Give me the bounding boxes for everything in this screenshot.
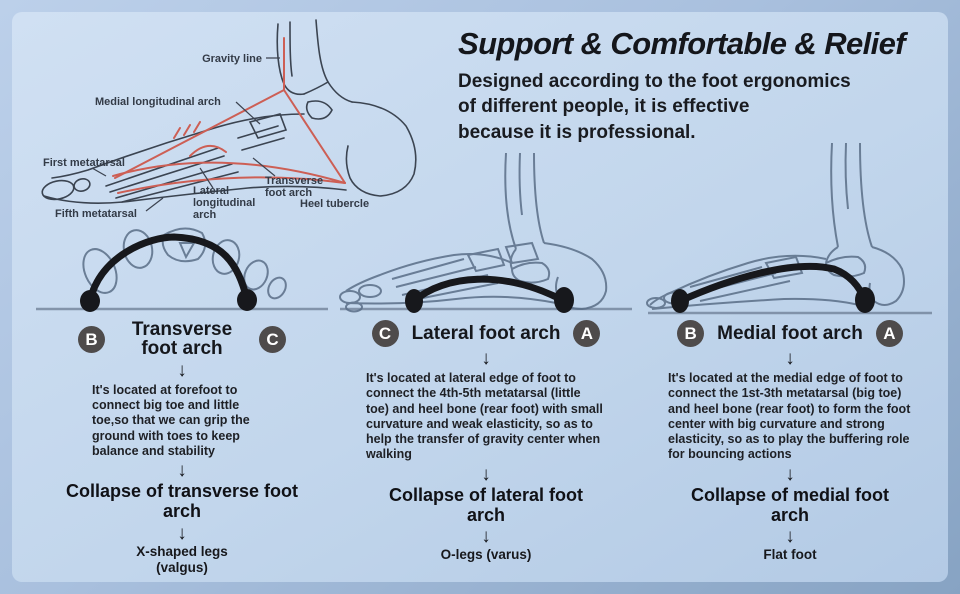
column-header: B Transverse foot arch C <box>78 320 286 359</box>
label-leader-lines <box>91 57 280 212</box>
arch-point-a <box>554 287 574 313</box>
arch-description: It's located at lateral edge of foot to … <box>366 371 603 462</box>
transverse-arch-illustration <box>36 227 328 312</box>
collapse-result: X-shaped legs (valgus) <box>136 543 228 576</box>
point-badge-left: B <box>78 325 105 353</box>
page-title: Support & Comfortable & Relief <box>458 26 906 61</box>
collapse-heading: Collapse of transverse foot arch <box>65 481 299 522</box>
arch-point-b <box>80 290 100 312</box>
point-badge-right: A <box>573 320 601 347</box>
lateral-longitudinal-arch-label: longitudinal <box>193 197 255 209</box>
first-metatarsal-label: First metatarsal <box>43 157 125 169</box>
down-arrow: ↓ <box>481 463 491 485</box>
point-badge-right: C <box>259 325 286 353</box>
down-arrow: ↓ <box>481 348 491 369</box>
foot-skeleton-sketch <box>646 142 905 310</box>
down-arrow: ↓ <box>785 463 795 485</box>
down-arrow: ↓ <box>177 359 187 381</box>
column-heading: Lateral foot arch <box>411 322 561 344</box>
collapse-result: Flat foot <box>763 547 817 563</box>
lateral-longitudinal-arch-label: arch <box>193 209 217 221</box>
gravity-line-label: Gravity line <box>202 53 262 65</box>
arch-description: It's located at forefoot to connect big … <box>92 382 250 458</box>
lateral-arch-illustration <box>339 152 632 313</box>
transverse-arch-curve <box>86 233 251 305</box>
arch-reference-lines <box>112 37 346 194</box>
anatomy-labels: Gravity line Medial longitudinal arch Fi… <box>43 53 369 221</box>
medial-longitudinal-arch-label: Medial longitudinal arch <box>95 96 221 108</box>
column-lateral-arch: C Lateral foot arch A ↓ It's located at … <box>334 151 638 564</box>
point-badge-left: B <box>677 320 705 347</box>
arch-point-c <box>405 289 423 313</box>
title-block: Support & Comfortable & Relief Designed … <box>458 26 940 145</box>
transverse-foot-arch-label: foot arch <box>265 187 312 199</box>
arch-description: It's located at the medial edge of foot … <box>668 371 911 462</box>
column-heading: Transverse foot arch <box>131 319 233 360</box>
column-header: B Medial foot arch A <box>677 320 903 347</box>
column-heading: Medial foot arch <box>717 322 863 344</box>
column-medial-arch: B Medial foot arch A ↓ It's located at t… <box>642 141 938 564</box>
collapse-heading: Collapse of medial foot arch <box>690 484 890 525</box>
point-badge-left: C <box>371 320 399 347</box>
collapse-result: O-legs (varus) <box>440 547 532 563</box>
transverse-foot-arch-label: Transverse <box>265 175 323 187</box>
page-subtitle: Designed according to the foot ergonomic… <box>458 69 940 145</box>
arch-point-c <box>237 289 257 311</box>
subtitle-line: of different people, it is effective <box>458 96 750 118</box>
down-arrow: ↓ <box>177 460 187 482</box>
subtitle-line: because it is professional. <box>458 121 696 143</box>
foot-anatomy-diagram: Gravity line Medial longitudinal arch Fi… <box>41 19 417 221</box>
bone-sketch <box>41 19 417 204</box>
medial-arch-illustration <box>646 142 932 315</box>
collapse-heading: Collapse of lateral foot arch <box>388 484 584 525</box>
subtitle-line: Designed according to the foot ergonomic… <box>458 71 851 92</box>
lateral-arch-curve <box>410 275 568 305</box>
arch-point-b <box>671 289 689 313</box>
content-panel: Gravity line Medial longitudinal arch Fi… <box>12 12 948 582</box>
medial-arch-curve <box>676 262 869 305</box>
lateral-longitudinal-arch-label: Lateral <box>193 185 229 197</box>
down-arrow: ↓ <box>481 526 491 547</box>
down-arrow: ↓ <box>785 526 795 547</box>
column-header: C Lateral foot arch A <box>371 320 601 347</box>
arch-point-a <box>855 287 875 313</box>
column-transverse-arch: B Transverse foot arch C ↓ It's located … <box>32 221 332 577</box>
point-badge-right: A <box>875 320 903 347</box>
heel-tubercle-label: Heel tubercle <box>300 198 369 210</box>
down-arrow: ↓ <box>177 522 187 544</box>
down-arrow: ↓ <box>785 348 795 369</box>
fifth-metatarsal-label: Fifth metatarsal <box>55 208 137 220</box>
